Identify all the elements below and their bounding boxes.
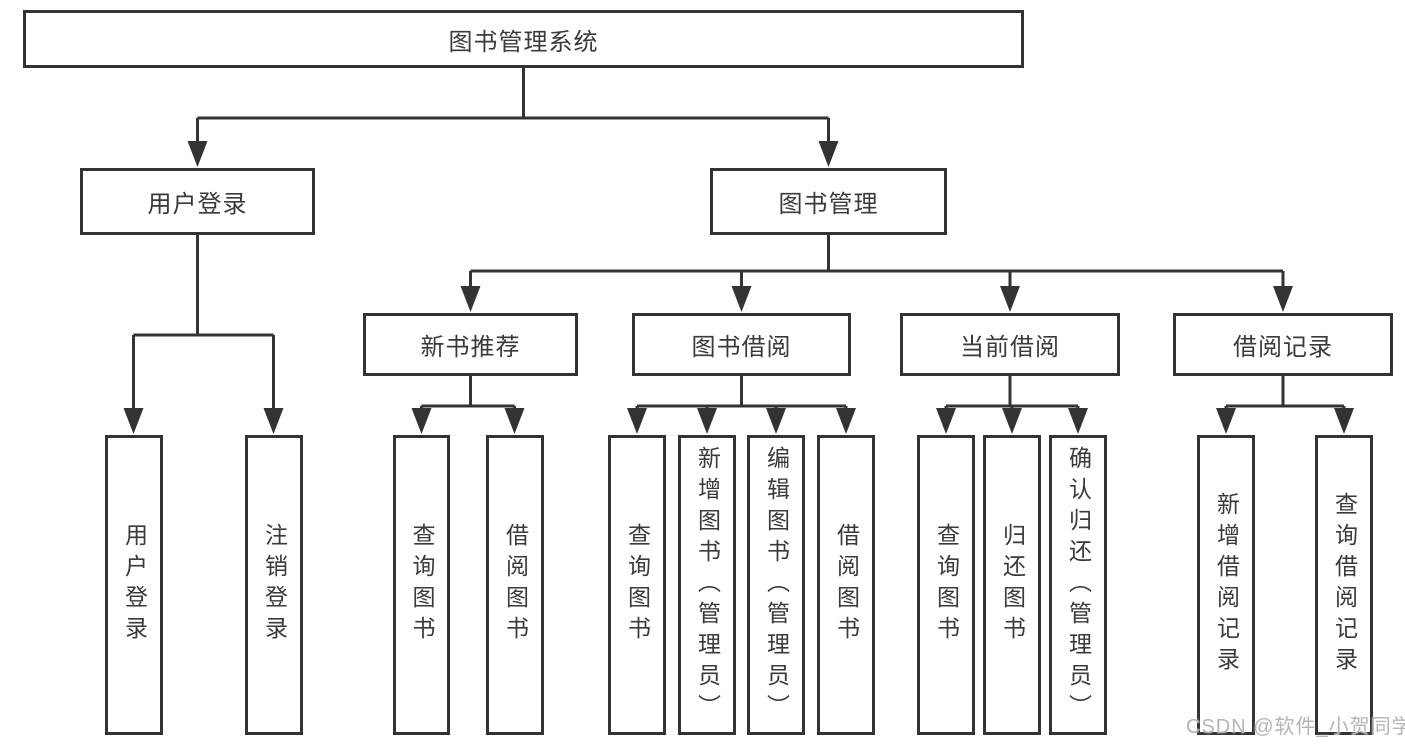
leaf-query-book-borrow: 查询图书 <box>608 435 666 735</box>
arrowhead-leaf-query-book-1 <box>411 408 432 434</box>
node-library-management-system: 图书管理系统 <box>23 10 1024 68</box>
arrowhead-book-management <box>818 141 839 167</box>
node-borrow-records: 借阅记录 <box>1173 313 1393 376</box>
leaf-query-book-current: 查询图书 <box>917 435 975 735</box>
leaf-query-book-newrec: 查询图书 <box>393 435 450 735</box>
node-book-management: 图书管理 <box>710 168 947 235</box>
connector-bookmgmt-to-level3 <box>469 233 1285 290</box>
arrowhead-leaf-query-book-3 <box>936 408 956 434</box>
arrowhead-leaf-user-login <box>123 408 144 434</box>
leaf-query-borrow-record: 查询借阅记录 <box>1315 435 1373 735</box>
arrowhead-leaf-add-book <box>697 408 717 434</box>
connector-borrowrecords-to-leaves <box>1224 374 1346 412</box>
leaf-borrow-book-borrow: 借阅图书 <box>817 435 875 735</box>
node-new-book-recommend: 新书推荐 <box>363 313 578 376</box>
arrowhead-leaf-edit-book <box>766 408 786 434</box>
arrowhead-leaf-borrow-book-2 <box>836 408 856 434</box>
arrowhead-user-login <box>187 141 208 167</box>
leaf-logout-login: 注销登录 <box>245 435 303 735</box>
node-book-borrow: 图书借阅 <box>632 313 851 376</box>
arrowhead-leaf-return-book <box>1002 408 1022 434</box>
connector-newbook-to-leaves <box>420 374 516 412</box>
leaf-edit-book-admin: 编辑图书（管理员） <box>747 435 805 735</box>
leaf-borrow-book-newrec: 借阅图书 <box>486 435 544 735</box>
arrowhead-leaf-query-record <box>1334 408 1354 434</box>
node-current-borrow: 当前借阅 <box>900 313 1120 376</box>
arrowhead-current-borrow <box>1000 286 1020 312</box>
connector-root-to-level2 <box>196 66 830 145</box>
arrowhead-new-book-recommend <box>460 286 481 312</box>
leaf-return-book: 归还图书 <box>983 435 1041 735</box>
arrowhead-leaf-add-record <box>1216 408 1236 434</box>
arrowhead-leaf-query-book-2 <box>627 408 647 434</box>
connector-userlogin-to-leaves <box>132 233 275 412</box>
arrowhead-leaf-logout <box>263 408 284 434</box>
leaf-add-borrow-record: 新增借阅记录 <box>1197 435 1255 735</box>
csdn-watermark: CSDN @软件_小贺同学 <box>1186 716 1405 738</box>
leaf-add-book-admin: 新增图书（管理员） <box>678 435 736 735</box>
arrowhead-leaf-borrow-book-1 <box>504 408 525 434</box>
arrowhead-borrow-records <box>1273 286 1293 312</box>
arrowhead-book-borrow <box>731 286 752 312</box>
connector-bookborrow-to-leaves <box>635 374 848 412</box>
leaf-confirm-return-admin: 确认归还（管理员） <box>1049 435 1107 735</box>
node-user-login: 用户登录 <box>80 168 315 235</box>
connector-currentborrow-to-leaves <box>944 374 1080 412</box>
leaf-user-login: 用户登录 <box>105 435 163 735</box>
arrowhead-leaf-confirm-return <box>1068 408 1088 434</box>
